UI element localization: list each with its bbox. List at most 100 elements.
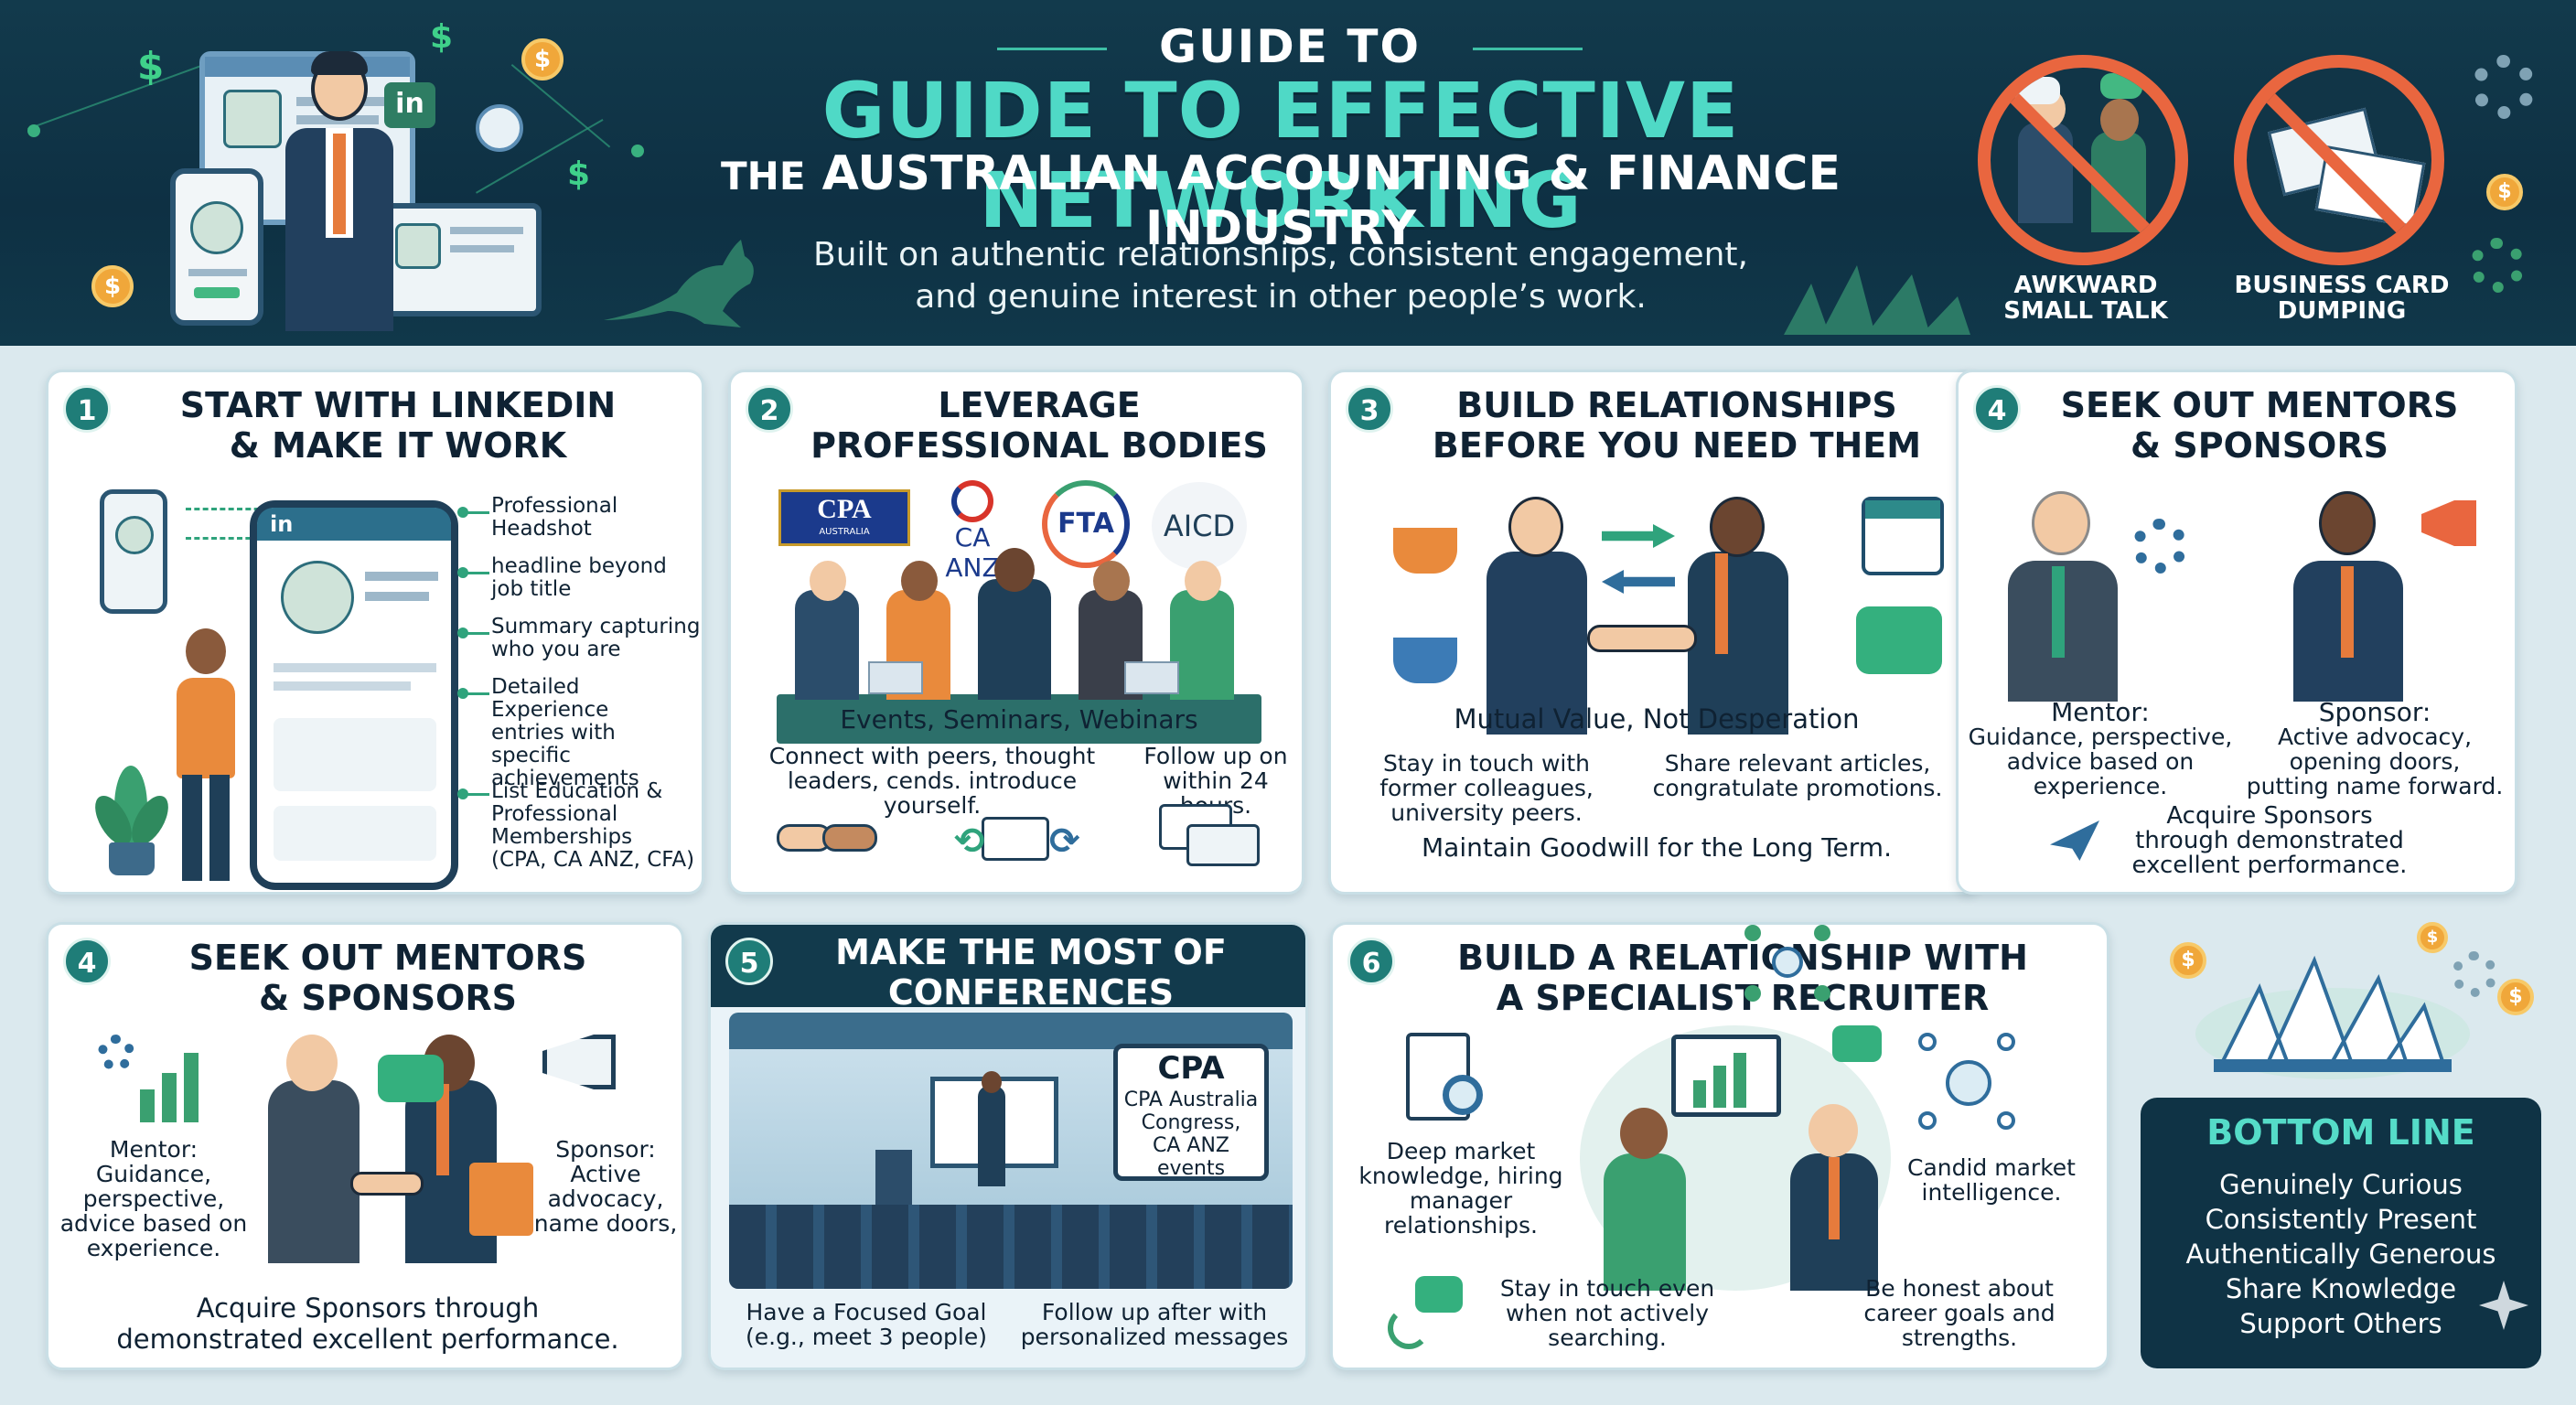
header-banner: $ $ $ $ $ in GUIDE TO GUIDE TO EFFECTIVE… — [0, 0, 2576, 346]
gear-icon — [2452, 951, 2497, 997]
step-badge: 2 — [746, 385, 793, 433]
linkedin-profile-mockup: in — [250, 500, 458, 890]
network-dot — [631, 145, 644, 157]
connector-line — [457, 567, 489, 578]
gear-icon — [2470, 238, 2525, 293]
phone-illustration — [100, 489, 167, 614]
coin-icon: $ — [2170, 942, 2206, 979]
megaphone-icon — [533, 1025, 625, 1099]
chat-bubble-icon — [1856, 606, 1942, 674]
bottom-line-item: Authentically Generous — [2185, 1239, 2496, 1270]
dollar-icon: $ — [430, 18, 454, 56]
connector-icon — [186, 508, 268, 510]
coin-icon: $ — [2497, 979, 2534, 1015]
fta-logo: FTA — [1042, 480, 1130, 568]
handshake-icon — [777, 811, 886, 863]
sponsor-illustration — [2260, 491, 2498, 702]
network-line — [510, 64, 611, 148]
step-badge: 4 — [63, 938, 111, 985]
linkedin-icon: in — [384, 82, 435, 128]
page-subtitle: THE AUSTRALIAN ACCOUNTING & FINANCE INDU… — [721, 146, 1841, 256]
exchange-card-icon: ⟲ ⟳ — [954, 811, 1080, 866]
step-badge: 6 — [1347, 938, 1395, 985]
bottom-line-item: Genuinely Curious — [2219, 1169, 2463, 1200]
connector-line — [457, 627, 489, 638]
kangaroo-icon — [604, 240, 754, 327]
card-title: SEEK OUT MENTORS& SPONSORS — [2060, 385, 2459, 466]
card-title: START WITH LINKEDIN& MAKE IT WORK — [179, 385, 617, 466]
coffee-cup-icon — [1393, 638, 1457, 683]
handshake-illustration — [1477, 488, 1825, 735]
coin-icon: $ — [2486, 174, 2523, 210]
network-dot — [27, 124, 40, 137]
card-mentors-sponsors-detail: 4 SEEK OUT MENTORS& SPONSORS Mentor:Guid… — [46, 922, 684, 1370]
plant-icon — [88, 766, 176, 875]
bottom-line-item: Support Others — [2239, 1308, 2442, 1339]
gear-icon — [2472, 55, 2536, 119]
cpa-logo: CPA AUSTRALIA — [778, 489, 910, 546]
card-linkedin: 1 START WITH LINKEDIN& MAKE IT WORK in P… — [46, 370, 704, 895]
phone-chat-icon — [1388, 1276, 1470, 1358]
paper-plane-icon — [2050, 820, 2099, 861]
opera-house-icon — [2195, 955, 2470, 1079]
coin-icon: $ — [91, 265, 134, 307]
network-hub-icon — [1918, 1033, 2019, 1133]
step-badge: 1 — [63, 385, 111, 433]
no-business-card-icon — [2234, 55, 2444, 265]
step-badge: 3 — [1346, 385, 1393, 433]
connector-line — [457, 788, 489, 799]
email-cards-icon — [1159, 804, 1269, 868]
handshake-illustration — [231, 1035, 533, 1263]
opera-house-icon — [1784, 265, 1970, 335]
coin-icon: $ — [521, 38, 564, 80]
dollar-icon: $ — [567, 156, 591, 193]
focused-goal-tip: Have a Focused Goal(e.g., meet 3 people) — [745, 1299, 987, 1350]
bottom-line-item: Share Knowledge — [2225, 1273, 2457, 1304]
attendees-illustration — [777, 548, 1261, 744]
mentor-illustration — [1995, 491, 2215, 702]
linkedin-logo: in — [270, 511, 294, 537]
businessman-illustration — [280, 51, 399, 331]
conference-banner — [711, 925, 1305, 1007]
mentor-definition: Mentor:Guidance, perspective,advice base… — [1968, 697, 2233, 799]
card-mentors-sponsors: 4 SEEK OUT MENTORS& SPONSORS Mentor:Guid… — [1956, 370, 2517, 895]
bottom-line-panel: BOTTOM LINE Genuinely Curious Consistent… — [2141, 1098, 2541, 1368]
calendar-icon — [1862, 497, 1944, 575]
woman-illustration — [158, 628, 259, 885]
sponsor-definition: Sponsor:Active advocacy,opening doors,pu… — [2246, 697, 2504, 799]
bottom-line-item: Consistently Present — [2205, 1204, 2477, 1235]
step-badge: 4 — [1973, 385, 2021, 433]
growth-chart-icon — [94, 1025, 213, 1126]
conference-sign: CPA CPA Australia Congress, CA ANZ event… — [1113, 1044, 1269, 1181]
document-search-icon — [1406, 1033, 1497, 1133]
step-badge: 5 — [725, 938, 773, 985]
no-small-talk-icon — [1978, 55, 2188, 265]
laptop-illustration — [377, 203, 542, 316]
coin-icon: $ — [2417, 922, 2448, 953]
mentor-definition: Mentor:Guidance,perspective,advice based… — [59, 1136, 248, 1261]
mutual-value-heading: Mutual Value, Not Desperation — [1454, 703, 1860, 735]
bottom-line-title: BOTTOM LINE — [2206, 1112, 2475, 1153]
events-heading: Events, Seminars, Webinars — [840, 704, 1198, 735]
connector-icon — [186, 537, 268, 540]
